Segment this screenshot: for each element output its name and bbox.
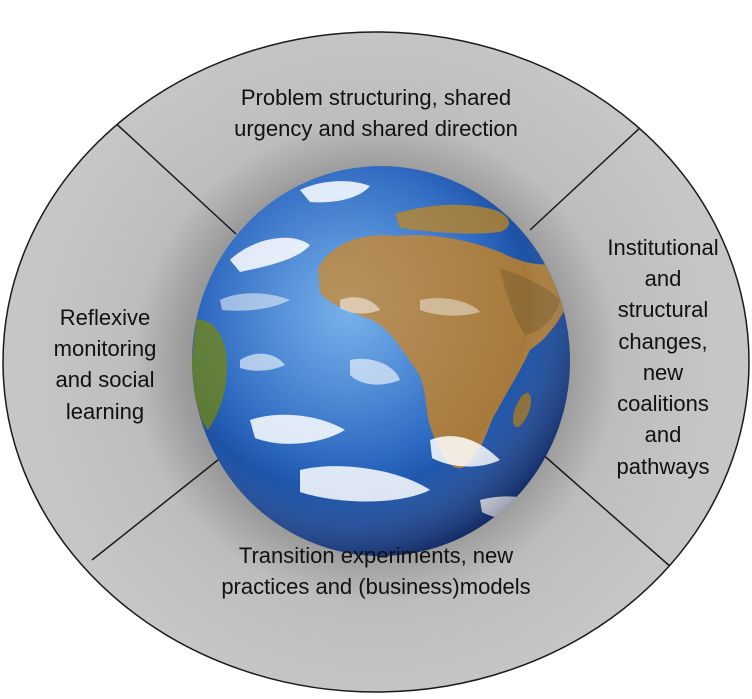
divider-bottom-left [91,451,229,561]
earth-globe-image [192,166,570,556]
segment-label-bottom: Transition experiments, new practices an… [221,543,531,600]
divider-top-left [109,117,237,235]
divider-bottom-right [539,451,673,569]
segment-label-left: Reflexive monitoring and social learning [53,305,157,424]
divider-top-right [529,111,658,231]
segment-dividers [91,111,673,569]
segment-label-top: Problem structuring, shared urgency and … [234,85,518,142]
segment-label-right: Institutional and structural changes, ne… [607,235,719,479]
